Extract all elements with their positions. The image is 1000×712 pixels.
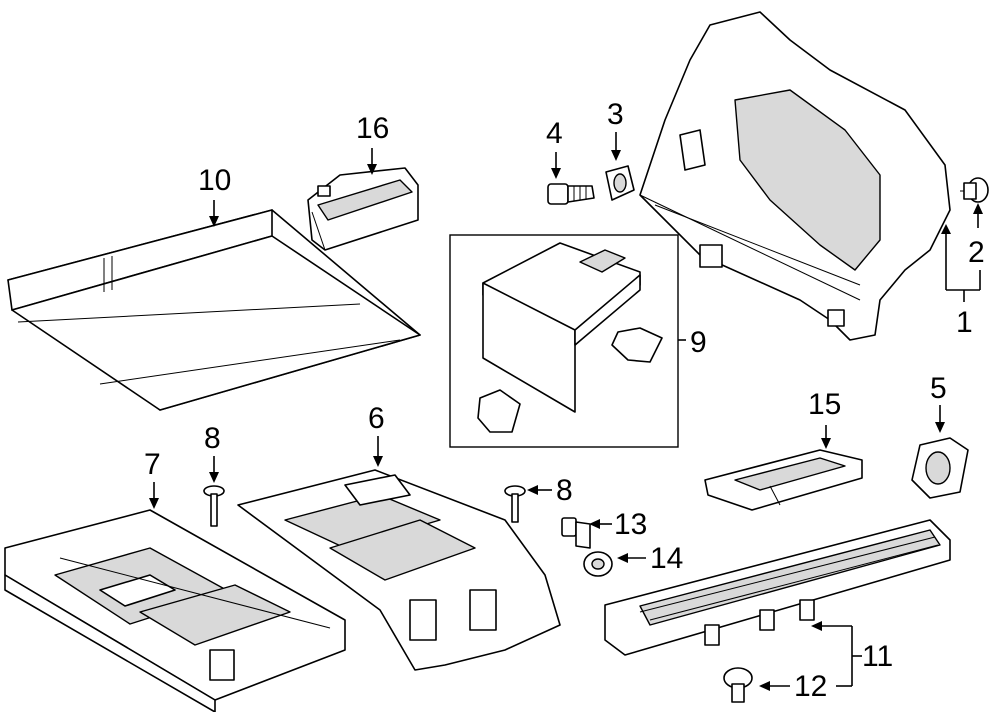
callout-15: 15 — [808, 388, 841, 421]
part-7-storage-tray — [4, 509, 346, 712]
callout-5: 5 — [930, 372, 947, 405]
part-1-quarter-panel — [639, 11, 951, 341]
part-14-nut — [583, 551, 613, 577]
callout-13: 13 — [614, 508, 647, 541]
part-12-clip — [723, 667, 753, 703]
callout-8-b: 8 — [556, 474, 573, 507]
part-9-clip-b — [477, 389, 521, 433]
part-15-tray — [704, 449, 863, 511]
part-13-bolt — [561, 517, 591, 549]
part-11-scuff-plate — [604, 519, 951, 656]
callout-6: 6 — [368, 402, 385, 435]
leader-lines — [149, 132, 983, 691]
callout-10: 10 — [198, 164, 231, 197]
callout-labels: 16 10 4 3 9 2 1 15 5 6 8 7 8 13 14 11 12 — [144, 98, 985, 703]
part-9-group-box — [449, 234, 679, 448]
part-5-bracket — [911, 437, 969, 499]
part-2-clip — [960, 177, 989, 203]
part-3-clip — [605, 165, 635, 201]
part-9-cover — [482, 242, 641, 413]
callout-3: 3 — [607, 98, 624, 131]
part-6-storage-tray — [237, 469, 561, 671]
callout-2: 2 — [968, 236, 985, 269]
callout-9: 9 — [690, 326, 707, 359]
callout-14: 14 — [650, 542, 683, 575]
callout-8-a: 8 — [204, 422, 221, 455]
part-10-floor-board — [7, 209, 421, 411]
part-4-bolt — [547, 183, 595, 205]
callout-12: 12 — [794, 670, 827, 703]
part-8-pin-a — [203, 485, 225, 527]
callout-1: 1 — [956, 306, 973, 339]
callout-4: 4 — [546, 117, 563, 150]
callout-11: 11 — [862, 640, 893, 673]
callout-16: 16 — [356, 112, 389, 145]
part-9-clip-a — [611, 327, 663, 363]
part-8-pin-b — [504, 485, 526, 523]
callout-7: 7 — [144, 448, 161, 481]
part-16-tray — [307, 167, 419, 251]
